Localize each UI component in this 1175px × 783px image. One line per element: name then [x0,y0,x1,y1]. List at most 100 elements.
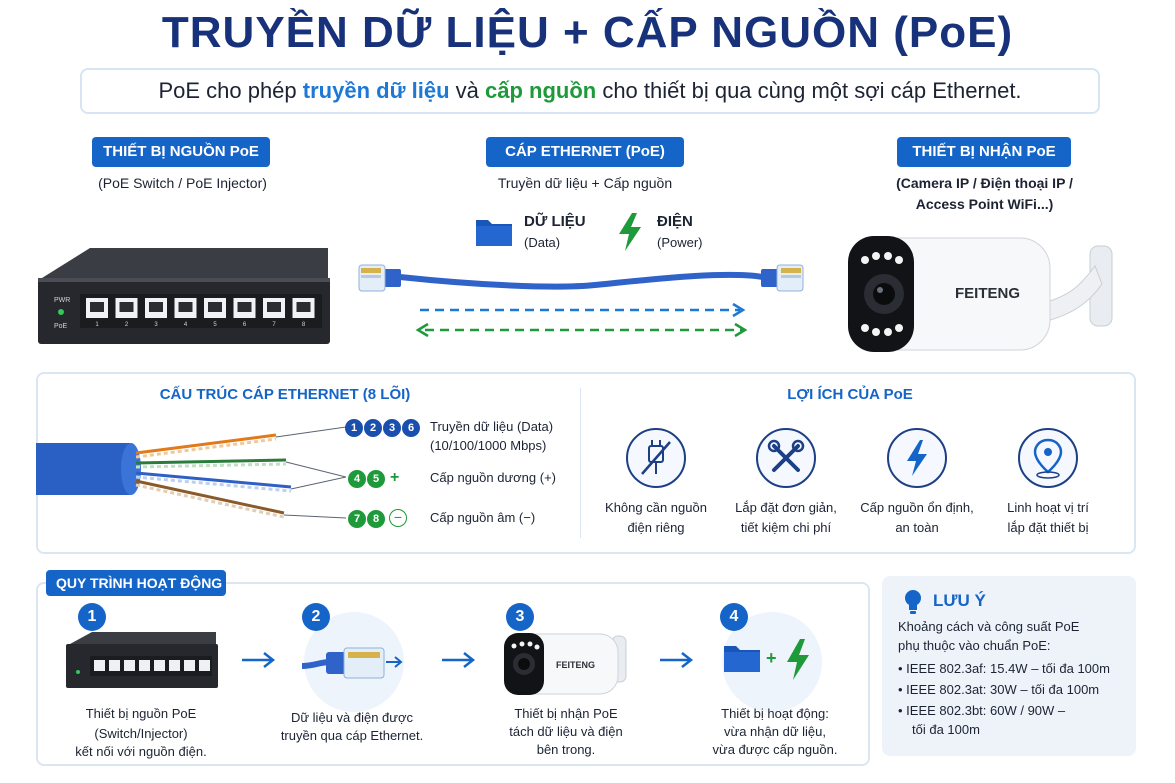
subtitle-part3: cho thiết bị qua cùng một sợi cáp Ethern… [596,78,1022,103]
receiver-caption-1: (Camera IP / Điện thoại IP / [896,175,1073,191]
structure-negative-label: Cấp nguồn âm (−) [430,510,536,525]
data-sub: (Data) [524,235,561,250]
camera-brand: FEITENG [955,285,1020,302]
pwr-led [58,309,64,315]
step-4-caption-1: Thiết bị hoạt động: [721,706,829,721]
panel-divider [580,388,581,538]
source-caption: (PoE Switch / PoE Injector) [98,175,267,191]
note-item-3-text: IEEE 802.3bt: 60W / 90W – [906,703,1066,718]
step-1-caption-2: (Switch/Injector) [94,726,188,741]
pin-badge: 3 [383,419,401,437]
benefit-2-line2: tiết kiệm chi phí [740,520,832,535]
structure-positive-label: Cấp nguồn dương (+) [430,470,557,485]
step-4-caption-2: vừa nhận dữ liệu, [724,724,826,739]
switch-port-socket [119,302,134,312]
tools-icon [756,428,816,488]
structure-title: CẤU TRÚC CÁP ETHERNET (8 LÕI) [159,386,411,403]
benefit-1-line1: Không cần nguồn [605,500,707,515]
subtitle-highlight-power: cấp nguồn [484,78,597,103]
step-1-switch-image [66,632,218,688]
process-badge: QUY TRÌNH HOẠT ĐỘNG [46,570,226,596]
switch-port-number: 5 [213,322,217,328]
step-2-connector-image [301,647,403,679]
note-box [882,576,1136,756]
plus-sign: + [390,469,400,486]
cable-cross-section-image [36,426,346,519]
poe-label: PoE [54,323,68,330]
switch-port-number: 4 [184,322,188,328]
lightbulb-icon [905,590,921,614]
step-3-caption-2: tách dữ liệu và điện [509,724,623,739]
lightning-icon [787,639,809,680]
benefit-3-line1: Cấp nguồn ổn định, [860,500,974,515]
switch-port-number: 2 [125,322,129,328]
subtitle-highlight-data: truyền dữ liệu [302,78,450,103]
switch-port-number: 6 [243,322,247,328]
note-item-3-cont: tối đa 100m [912,722,980,737]
step-3-caption-3: bên trong. [536,742,596,757]
step-4-caption-3: vừa được cấp nguồn. [712,742,838,757]
power-label: ĐIỆN [657,213,693,230]
source-badge: THIẾT BỊ NGUỒN PoE [92,137,270,167]
ip-camera-image: FEITENG [848,236,1113,352]
step-3-caption-1: Thiết bị nhận PoE [514,706,618,721]
step-2-caption-2: truyền qua cáp Ethernet. [280,728,424,743]
benefit-1-line2: điện riêng [627,520,685,535]
switch-port-socket [208,302,222,312]
step-3-camera-brand: FEITENG [556,660,595,670]
cable-badge: CÁP ETHERNET (PoE) [486,137,684,167]
note-intro-2: phụ thuộc vào chuẩn PoE: [898,638,1051,653]
subtitle-box: PoE cho phép truyền dữ liệu và cấp nguồn… [80,68,1100,114]
subtitle-part2: và [449,78,485,103]
switch-port-socket [237,302,252,312]
pin-badge: 4 [348,470,366,488]
switch-port-number: 8 [302,322,306,328]
switch-port-number: 3 [154,322,158,328]
step-arrow-icon [242,652,276,668]
step-arrow-icon [442,652,476,668]
step-3-number: 3 [506,603,534,631]
location-pin-icon [1018,428,1078,488]
step-4-number: 4 [720,603,748,631]
pin-badge: 5 [367,470,385,488]
note-item-2-text: IEEE 802.3at: 30W – tối đa 100m [906,682,1100,697]
structure-data-label: Truyền dữ liệu (Data) [430,419,554,434]
data-label: DỮ LIỆU [524,213,586,230]
switch-port-socket [267,302,281,312]
switch-port-number: 1 [95,322,99,328]
note-item-3: • IEEE 802.3bt: 60W / 90W – [898,703,1066,718]
subtitle-part1: PoE cho phép [158,78,303,103]
left-boot [383,269,401,287]
folder-icon [476,220,512,246]
pin-badge: 8 [367,510,385,528]
ethernet-cable-image [358,264,804,338]
right-boot [761,269,779,287]
lightning-icon [619,213,641,251]
step-1-caption-1: Thiết bị nguồn PoE [85,706,197,721]
note-item-1-text: IEEE 802.3af: 15.4W – tối đa 100m [906,661,1110,676]
switch-port-socket [296,302,311,312]
lightning-icon [887,428,947,488]
no-plug-icon [626,428,686,488]
benefits-title: LỢI ÍCH CỦA PoE [787,386,913,403]
note-item-2: • IEEE 802.3at: 30W – tối đa 100m [898,682,1100,697]
step-2-number: 2 [302,603,330,631]
step-arrow-icon [660,652,694,668]
pin-badge: 6 [402,419,420,437]
switch-port-socket [90,302,104,312]
benefit-3-line2: an toàn [895,520,939,535]
receiver-caption-2: Access Point WiFi...) [915,196,1054,212]
note-title: LƯU Ý [933,591,986,610]
step-1-number: 1 [78,603,106,631]
structure-data-sublabel: (10/100/1000 Mbps) [430,438,547,453]
note-intro-1: Khoảng cách và công suất PoE [898,619,1080,634]
pin-badge: 7 [348,510,366,528]
power-sub: (Power) [657,235,703,250]
step-2-caption-1: Dữ liệu và điện được [290,710,414,725]
step-3-camera-image: FEITENG [504,633,627,695]
folder-icon [724,646,760,672]
